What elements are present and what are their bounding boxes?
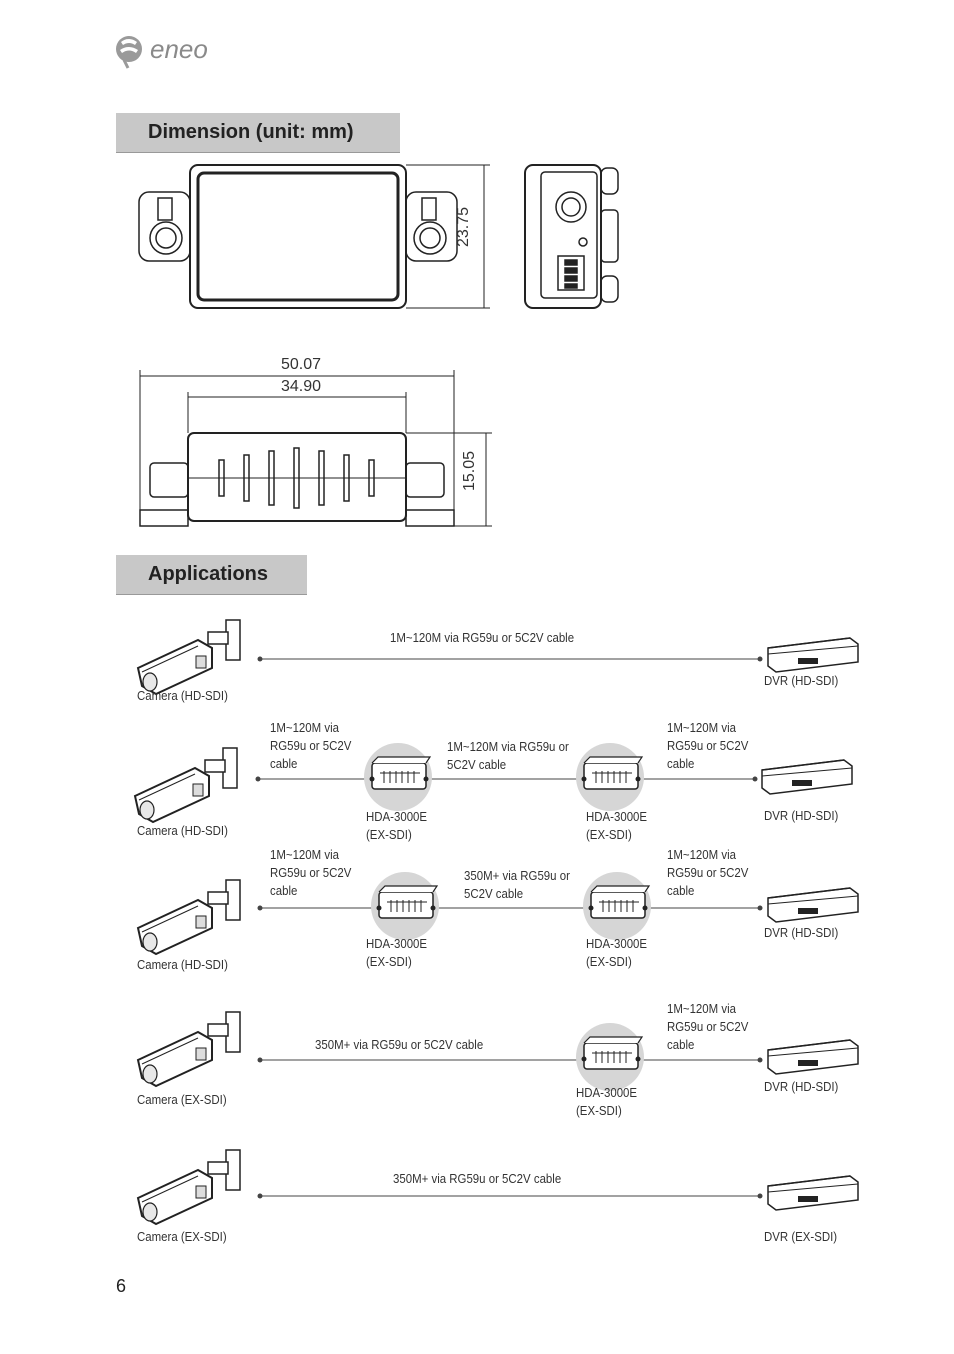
dvr-icon (767, 1039, 859, 1075)
section-title-applications: Applications (148, 563, 269, 585)
dvr-icon (767, 637, 859, 673)
cable-label: 1M~120M via RG59u or 5C2V cable (270, 847, 352, 898)
application-row-2 (134, 742, 853, 823)
dimension-total-length: 50.07 (281, 356, 322, 373)
dvr-label: DVR (EX-SDI) (764, 1229, 838, 1244)
converter-icon (575, 742, 645, 812)
converter-icon (363, 742, 433, 812)
side-view-drawing (524, 164, 619, 309)
dvr-icon (767, 1175, 859, 1211)
page-number: 6 (116, 1276, 127, 1296)
converter-icon (370, 871, 440, 941)
dvr-label: DVR (HD-SDI) (764, 925, 839, 940)
cable-label: 1M~120M via RG59u or 5C2V cable (270, 720, 352, 771)
camera-label: Camera (HD-SDI) (137, 957, 228, 972)
camera-icon (137, 619, 241, 695)
device-label: HDA-3000E (EX-SDI) (576, 1085, 638, 1118)
section-header-applications: Applications (116, 555, 307, 595)
application-row-4 (137, 1011, 859, 1092)
cable-label: 350M+ via RG59u or 5C2V cable (315, 1037, 484, 1052)
cable-label: 1M~120M via RG59u or 5C2V cable (667, 720, 749, 771)
camera-icon (137, 1011, 241, 1087)
cable-label: 1M~120M via RG59u or 5C2V cable (447, 739, 569, 772)
application-row-3 (137, 871, 859, 955)
cable-label: 350M+ via RG59u or 5C2V cable (393, 1171, 562, 1186)
device-label: HDA-3000E (EX-SDI) (366, 809, 428, 842)
device-label: HDA-3000E (EX-SDI) (366, 936, 428, 969)
cable-label: 350M+ via RG59u or 5C2V cable (464, 868, 570, 901)
dvr-icon (767, 887, 859, 923)
converter-icon (575, 1022, 645, 1092)
dimension-body-length: 34.90 (281, 378, 322, 395)
converter-icon (582, 871, 652, 941)
logo-mark-icon (116, 36, 142, 69)
camera-label: Camera (HD-SDI) (137, 823, 228, 838)
camera-label: Camera (HD-SDI) (137, 688, 228, 703)
application-row-1 (137, 619, 859, 695)
camera-icon (137, 879, 241, 955)
dvr-label: DVR (HD-SDI) (764, 1079, 839, 1094)
device-label: HDA-3000E (EX-SDI) (586, 936, 648, 969)
cable-label: 1M~120M via RG59u or 5C2V cable (667, 1001, 749, 1052)
front-view-drawing (139, 370, 492, 527)
camera-icon (134, 747, 238, 823)
device-label: HDA-3000E (EX-SDI) (586, 809, 648, 842)
camera-label: Camera (EX-SDI) (137, 1092, 227, 1107)
top-view-drawing (138, 164, 490, 309)
cable-label: 1M~120M via RG59u or 5C2V cable (667, 847, 749, 898)
dimension-drawings (138, 164, 619, 527)
dvr-icon (761, 759, 853, 795)
brand-logo: eneo (112, 30, 222, 72)
dvr-label: DVR (HD-SDI) (764, 808, 839, 823)
application-row-5 (137, 1149, 859, 1225)
section-title-dimension: Dimension (unit: mm) (148, 121, 354, 143)
cable-label: 1M~120M via RG59u or 5C2V cable (390, 630, 575, 645)
section-header-dimension: Dimension (unit: mm) (116, 113, 400, 153)
dvr-label: DVR (HD-SDI) (764, 673, 839, 688)
camera-icon (137, 1149, 241, 1225)
camera-label: Camera (EX-SDI) (137, 1229, 227, 1244)
logo-text: eneo (150, 34, 208, 64)
